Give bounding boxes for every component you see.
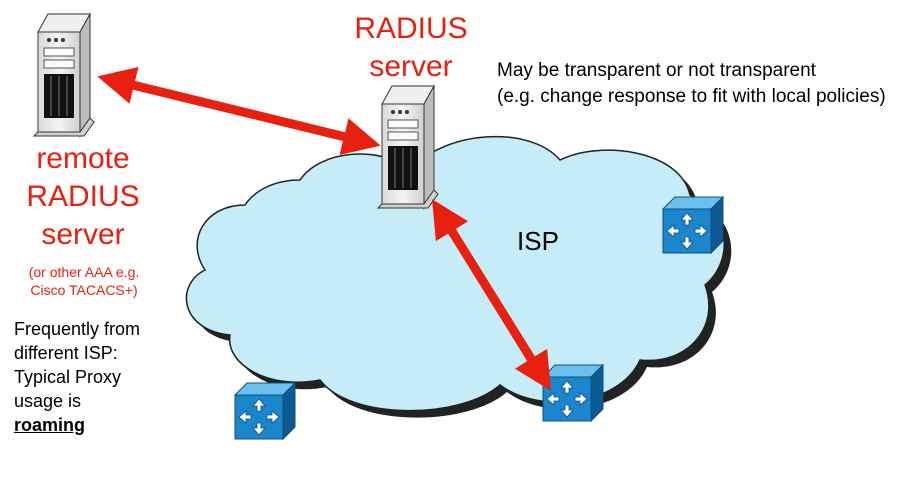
proxy-link-arrow (97, 67, 381, 155)
roaming-emphasis: roaming (14, 415, 86, 435)
isp-cloud (185, 135, 732, 418)
remote-server-icon (33, 13, 95, 137)
router-icon (662, 196, 724, 254)
isp-label: ISP (517, 226, 559, 256)
proxy-note: Frequently from different ISP: Typical P… (14, 319, 141, 435)
aaa-note: (or other AAA e.g. Cisco TACACS+) (28, 264, 140, 298)
remote-server-label: remote RADIUS server (26, 142, 140, 251)
radius-server-icon (377, 85, 439, 209)
router-icon (234, 382, 296, 440)
transparency-note: May be transparent or not transparent (e… (497, 60, 886, 107)
access-link-arrow (432, 199, 551, 391)
radius-server-label: RADIUS server (354, 12, 468, 83)
router-icon (542, 364, 604, 422)
